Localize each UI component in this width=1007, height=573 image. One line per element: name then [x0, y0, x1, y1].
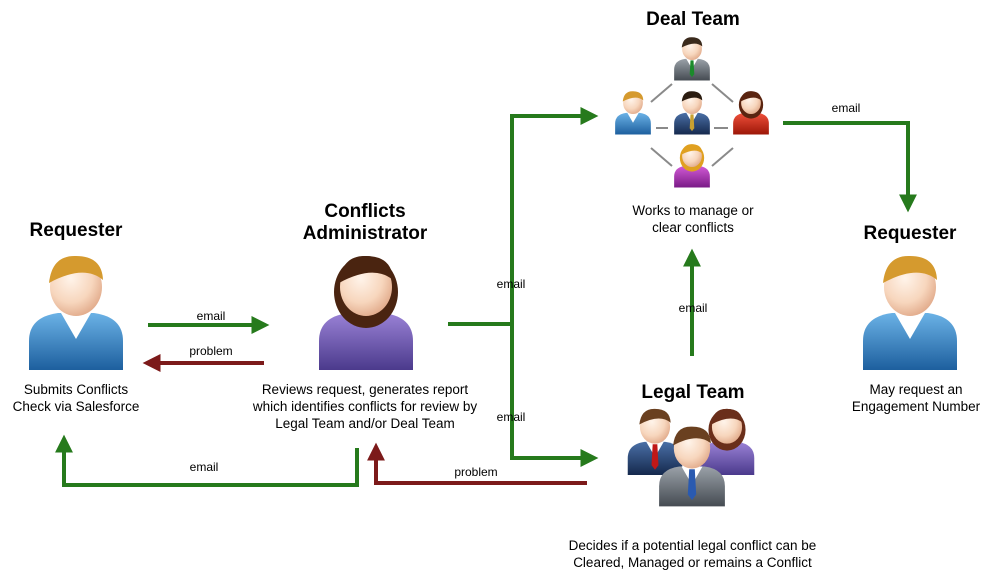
- deal-team-description: Works to manage or clear conflicts: [632, 203, 754, 235]
- deal-team-connectors: [650, 83, 734, 167]
- edge-label-deal-to-requester: email: [831, 101, 861, 115]
- requester-right-title: Requester: [863, 223, 957, 244]
- requester-left-icon: [29, 255, 123, 370]
- edge-label-admin-return: email: [189, 460, 219, 474]
- arrow-legal-to-admin-problem: [367, 442, 587, 485]
- deal-member-top-icon: [674, 37, 710, 81]
- edge-label-legal-to-deal: email: [678, 301, 708, 315]
- arrow-admin-to-deal: [510, 107, 599, 324]
- edge-label-req-to-admin: email: [196, 309, 226, 323]
- requester-right-icon: [863, 255, 957, 370]
- requester-left-title: Requester: [29, 220, 123, 241]
- edge-label-legal-to-admin-problem: problem: [454, 465, 498, 479]
- legal-member-front-icon: [659, 426, 725, 507]
- deal-team-title: Deal Team: [646, 9, 740, 30]
- deal-member-center-icon: [674, 91, 710, 135]
- requester-left-description: Submits Conflicts Check via Salesforce: [12, 382, 140, 414]
- requester-right-description: May request an Engagement Number: [851, 382, 981, 414]
- legal-member-right-icon: [699, 408, 755, 475]
- arrow-deal-to-requester: [783, 121, 917, 213]
- legal-team-title: Legal Team: [641, 382, 745, 403]
- conflicts-admin-title: Conflicts Administrator: [302, 201, 428, 244]
- legal-member-left-icon: [627, 408, 683, 475]
- deal-member-bottom-icon: [674, 144, 710, 188]
- arrow-admin-to-legal: [510, 324, 599, 467]
- deal-member-right-icon: [733, 91, 769, 135]
- legal-team-description: Decides if a potential legal conflict ca…: [568, 538, 817, 570]
- edge-label-admin-to-legal: email: [496, 410, 526, 424]
- deal-member-left-icon: [615, 91, 651, 135]
- conflicts-admin-icon: [319, 255, 413, 370]
- edge-label-admin-to-req-problem: problem: [189, 344, 233, 358]
- conflicts-admin-description: Reviews request, generates report which …: [252, 382, 478, 431]
- edge-label-admin-to-deal: email: [496, 277, 526, 291]
- arrow-admin-return-to-requester: [55, 434, 359, 487]
